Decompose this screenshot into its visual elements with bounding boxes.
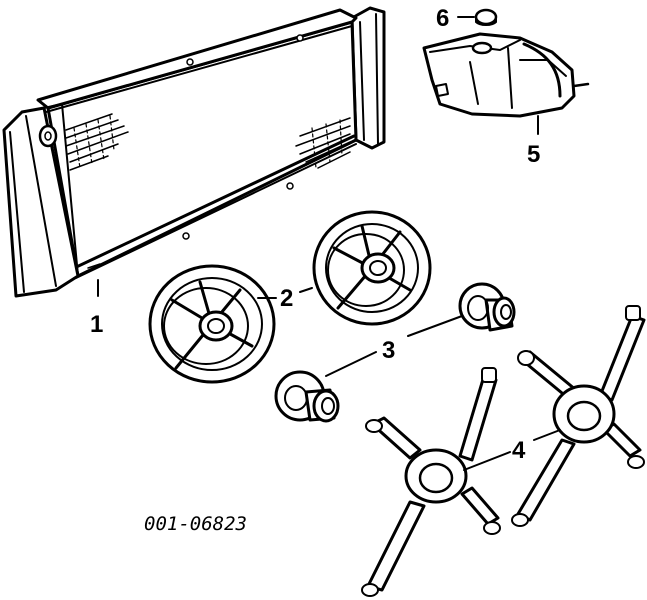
fan-assembly-left bbox=[148, 264, 276, 384]
callout-3: 3 bbox=[382, 337, 395, 364]
fan-motor-left bbox=[274, 370, 340, 423]
callout-1: 1 bbox=[90, 311, 103, 338]
callout-5: 5 bbox=[527, 141, 540, 168]
callout-4: 4 bbox=[512, 437, 526, 464]
leader-line-3 bbox=[325, 315, 463, 377]
leader-line-4 bbox=[463, 429, 561, 471]
fan-motor-right bbox=[458, 282, 516, 332]
fan-assembly-right bbox=[312, 210, 432, 326]
radiator bbox=[2, 6, 386, 298]
reservoir-cap bbox=[457, 8, 498, 26]
coolant-reservoir bbox=[422, 32, 590, 135]
leader-line-2 bbox=[257, 287, 313, 299]
callout-2: 2 bbox=[280, 285, 293, 312]
fan-bracket-left bbox=[361, 367, 501, 597]
diagram-part-number: 001-06823 bbox=[144, 513, 247, 535]
callout-6: 6 bbox=[436, 5, 449, 32]
fan-bracket-right bbox=[511, 305, 646, 527]
